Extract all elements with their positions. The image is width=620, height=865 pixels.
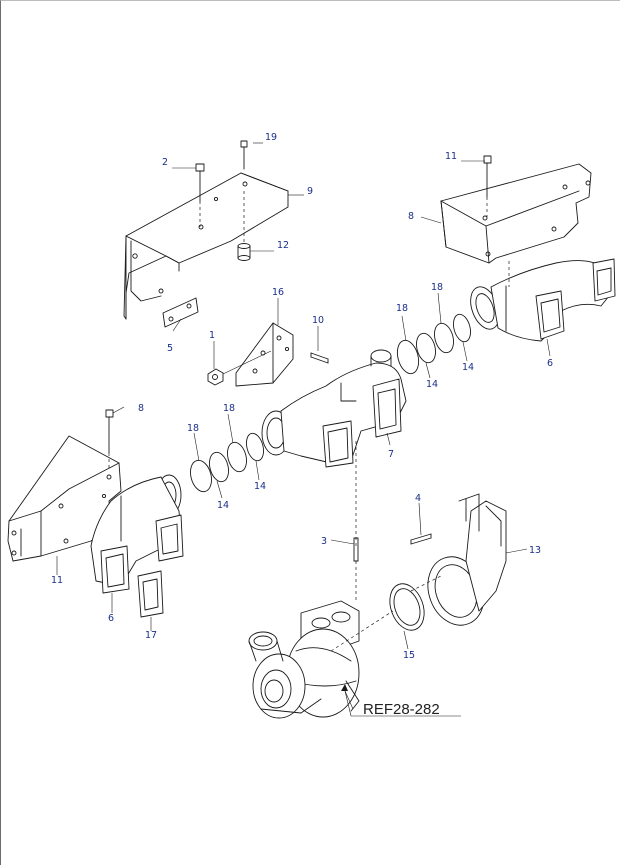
reference-label: REF28-282 [363,701,440,718]
ring-18-upper [396,339,420,375]
callout-6-upper: 6 [547,358,553,369]
gasket-15 [389,583,425,631]
callout-6-lower: 6 [108,613,114,624]
callout-13: 13 [529,545,541,556]
exhaust-manifold-6-upper [470,258,616,342]
callout-8-upper: 8 [408,211,414,222]
callout-2: 2 [162,157,168,168]
nut-1 [207,350,272,386]
callout-14-lower-a: 14 [217,500,229,511]
callout-16: 16 [272,287,284,298]
callout-18-upper-a: 18 [396,303,408,314]
callout-18-lower-b: 18 [223,403,235,414]
callout-14-upper-b: 14 [462,362,474,373]
exhaust-manifold-7 [261,349,407,546]
exhaust-manifold-6-lower [90,474,184,594]
callout-15: 15 [403,650,415,661]
callout-5: 5 [167,343,173,354]
callout-19: 19 [265,132,277,143]
callout-18-lower-a: 18 [187,423,199,434]
elbow-13 [427,493,507,626]
callout-10: 10 [312,315,324,326]
turbocharger [248,600,360,719]
callout-14-lower-b: 14 [254,481,266,492]
ring-14-upper-b [453,313,471,343]
plate-5 [162,297,199,328]
ring-14-upper-a [416,332,436,364]
heat-shield-9 [123,172,289,320]
callout-12: 12 [277,240,289,251]
alignment-line [330,610,394,652]
ring-18-upper-b [434,322,454,354]
callout-labels: 19 2 9 12 5 11 8 16 10 1 18 18 14 14 6 7… [51,132,553,718]
callout-1: 1 [209,330,215,341]
bolt-2 [195,163,205,227]
bolt-8-lower [105,409,114,471]
reference-arrow [341,684,461,717]
stud-10 [310,352,329,364]
stud-4 [410,533,432,545]
callout-17: 17 [145,630,157,641]
bracket-16 [235,322,294,387]
stud-3 [353,537,359,601]
spacer-12 [237,191,251,261]
bolt-11-upper [483,155,492,217]
callout-leaders [56,142,551,650]
callout-4: 4 [415,493,421,504]
callout-9: 9 [307,186,313,197]
ring-18-lower-a [190,459,212,493]
callout-18-upper-b: 18 [431,282,443,293]
bolt-19 [240,140,248,170]
callout-3: 3 [321,536,327,547]
callout-8-lower: 8 [138,403,144,414]
callout-11-upper: 11 [445,151,457,162]
callout-14-upper-a: 14 [426,379,438,390]
callout-11-lower: 11 [51,575,63,586]
callout-7: 7 [388,449,394,460]
ring-14-lower-b [246,432,264,462]
heat-shield-8-upper [440,163,592,264]
ring-14-lower-a [209,451,229,483]
gasket-17 [137,570,164,618]
